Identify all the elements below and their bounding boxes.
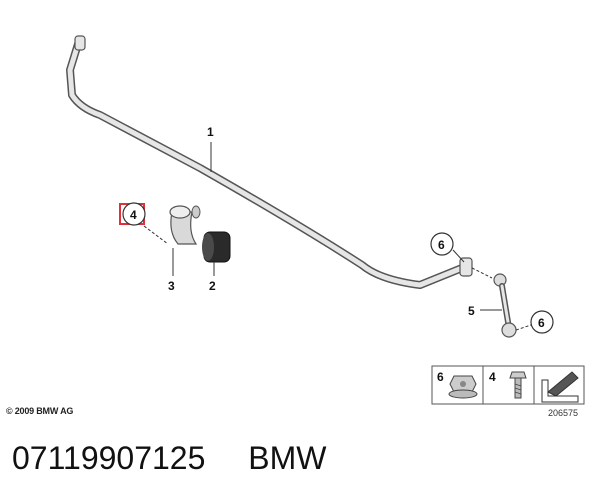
callout-5: 5 [468,304,475,318]
part-info: 07119907125 BMW [12,440,326,477]
rubber-bushing [202,231,231,263]
brand-name: BMW [248,440,327,476]
callout-4: 4 [130,208,137,222]
flange-nut-icon [448,375,478,399]
callout-1: 1 [207,125,214,139]
leader-line-4 [143,225,169,245]
callout-circle-6-top [430,232,454,256]
dashed-line-bottom [515,324,532,331]
callout-circle-6-bottom [530,310,554,334]
drawing-number: 206575 [548,408,578,418]
callout-2: 2 [209,279,216,293]
bracket [169,205,201,245]
callout-circle-4 [122,202,146,226]
bolt-icon [509,371,527,399]
dashed-line-top [471,267,493,279]
part-number: 07119907125 [12,440,206,476]
leader-line-6-top [452,249,465,263]
legend-label-6: 6 [437,370,444,384]
fastener-legend: 6 4 [431,365,585,405]
arrow-icon [541,371,579,403]
copyright-notice: © 2009 BMW AG [6,406,74,416]
legend-label-4: 4 [489,370,496,384]
stabilizer-bar [66,35,473,289]
callout-3: 3 [168,279,175,293]
stabilizer-link [493,273,517,338]
callout-6-bottom: 6 [538,316,545,330]
callout-6-top: 6 [438,238,445,252]
